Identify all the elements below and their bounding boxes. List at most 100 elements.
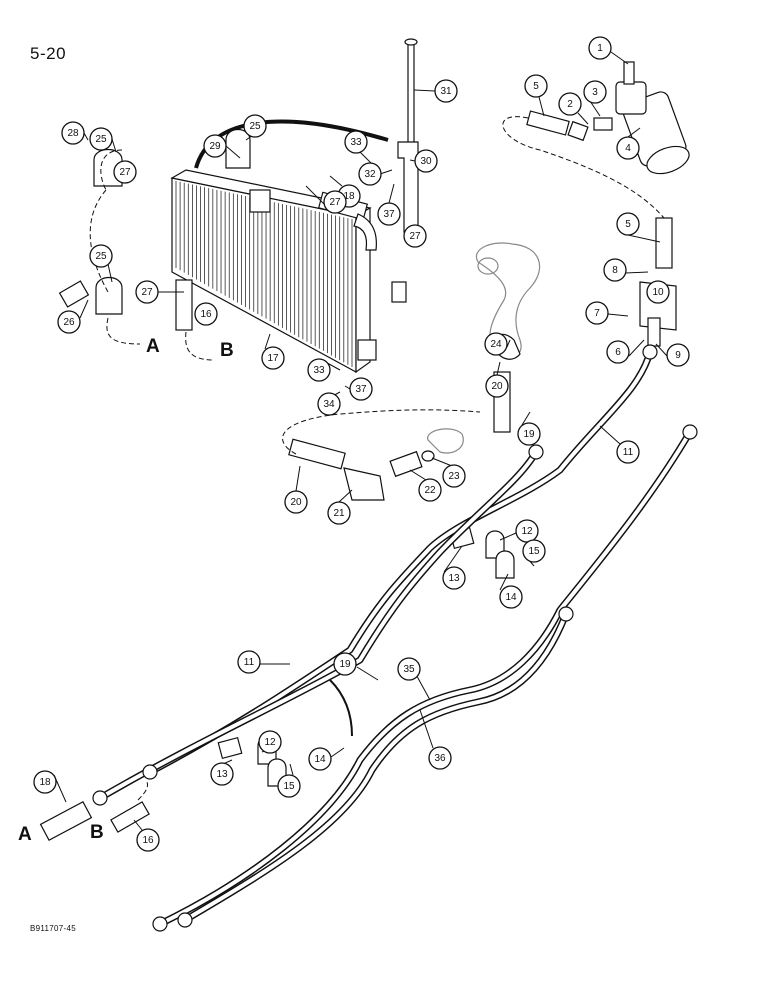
callout-circle-25 bbox=[243, 114, 267, 138]
reference-letter-a: A bbox=[146, 336, 160, 357]
manifold-outline bbox=[475, 242, 541, 359]
callout-label-14: 14 bbox=[314, 754, 326, 765]
callout-circle-21 bbox=[327, 501, 351, 525]
fitting-16-top bbox=[175, 279, 193, 331]
clamp-25-c bbox=[95, 276, 123, 315]
leader-43 bbox=[225, 145, 241, 159]
tube-nut-2 bbox=[152, 916, 168, 932]
fitting-5-right bbox=[655, 217, 673, 269]
callout-circle-27 bbox=[323, 190, 347, 214]
callout-label-37: 37 bbox=[355, 384, 367, 395]
tube-nut-3 bbox=[177, 912, 193, 928]
callout-label-19: 19 bbox=[523, 429, 535, 440]
callout-circle-1 bbox=[588, 36, 612, 60]
leader-32 bbox=[431, 457, 453, 467]
callout-label-28: 28 bbox=[67, 128, 79, 139]
tube-nut-7 bbox=[558, 606, 574, 622]
leader-47 bbox=[359, 151, 373, 165]
callout-label-16: 16 bbox=[200, 309, 212, 320]
callout-circle-13 bbox=[442, 566, 466, 590]
callout-circle-33 bbox=[307, 358, 331, 382]
leader-39 bbox=[305, 185, 325, 205]
leader-13 bbox=[499, 532, 517, 541]
callout-circle-26 bbox=[57, 310, 81, 334]
callout-circle-4 bbox=[616, 136, 640, 160]
callout-circle-6 bbox=[606, 340, 630, 364]
elbow-18 bbox=[353, 213, 377, 251]
leader-2 bbox=[589, 100, 601, 117]
cooler-bracket-side bbox=[391, 281, 407, 303]
pump-assembly bbox=[526, 61, 690, 175]
callout-label-35: 35 bbox=[403, 664, 415, 675]
page-number: 5-20 bbox=[30, 44, 67, 63]
callout-label-33: 33 bbox=[350, 137, 362, 148]
hydraulic-tubes bbox=[92, 344, 698, 932]
tube-fill-1 bbox=[98, 450, 538, 800]
tube-nut-4 bbox=[642, 344, 658, 360]
reference-letter-b: B bbox=[90, 822, 104, 843]
callout-circle-25 bbox=[89, 127, 113, 151]
callout-label-25: 25 bbox=[95, 251, 107, 262]
leader-37 bbox=[79, 299, 89, 319]
leader-20 bbox=[289, 763, 294, 776]
callout-circle-9 bbox=[666, 343, 690, 367]
callout-label-7: 7 bbox=[594, 308, 600, 319]
callout-circle-19 bbox=[517, 422, 541, 446]
leader-26 bbox=[521, 411, 531, 426]
callout-circle-5 bbox=[616, 212, 640, 236]
callout-circle-16 bbox=[136, 828, 160, 852]
callout-circle-2 bbox=[558, 92, 582, 116]
leader-8 bbox=[625, 271, 649, 274]
callout-label-10: 10 bbox=[652, 287, 664, 298]
cooler-bracket-bottom bbox=[357, 339, 377, 361]
callout-circle-27 bbox=[135, 280, 159, 304]
callout-circle-20 bbox=[284, 490, 308, 514]
figure-code: B911707-45 bbox=[30, 924, 76, 933]
leader-29 bbox=[295, 465, 301, 492]
leader-5 bbox=[627, 234, 661, 243]
callout-label-11: 11 bbox=[623, 447, 634, 458]
callout-circle-24 bbox=[484, 332, 508, 356]
callout-circle-27 bbox=[403, 224, 427, 248]
leader-lines bbox=[53, 51, 668, 831]
callout-label-19: 19 bbox=[339, 659, 351, 670]
oil-cooler bbox=[170, 169, 407, 374]
callout-label-27: 27 bbox=[119, 167, 131, 178]
callout-circle-25 bbox=[89, 244, 113, 268]
callout-label-37: 37 bbox=[383, 209, 395, 220]
leader-4 bbox=[538, 96, 545, 117]
leader-51 bbox=[419, 709, 434, 749]
callout-circle-28 bbox=[61, 121, 85, 145]
callout-circle-23 bbox=[442, 464, 466, 488]
callout-label-27: 27 bbox=[409, 231, 421, 242]
leader-28 bbox=[496, 361, 501, 376]
tube-nut-5 bbox=[528, 444, 544, 460]
callout-circle-37 bbox=[349, 377, 373, 401]
separator-arc bbox=[329, 679, 353, 737]
callout-circle-30 bbox=[414, 149, 438, 173]
callout-circle-36 bbox=[428, 746, 452, 770]
callout-label-20: 20 bbox=[491, 381, 503, 392]
callout-circle-31 bbox=[434, 79, 458, 103]
callout-circle-33 bbox=[344, 130, 368, 154]
fitting-22 bbox=[389, 450, 423, 478]
leader-27 bbox=[356, 666, 379, 681]
leader-22 bbox=[133, 819, 143, 831]
dash-line-0 bbox=[100, 149, 123, 191]
callout-circle-15 bbox=[277, 774, 301, 798]
leader-23 bbox=[264, 333, 271, 350]
callout-label-13: 13 bbox=[216, 769, 228, 780]
callout-circle-7 bbox=[585, 301, 609, 325]
callout-circle-37 bbox=[377, 202, 401, 226]
reference-letter-a: A bbox=[18, 824, 32, 845]
callout-circle-14 bbox=[499, 585, 523, 609]
callout-label-9: 9 bbox=[675, 350, 681, 361]
callout-label-13: 13 bbox=[448, 573, 460, 584]
dash-line-4 bbox=[502, 116, 665, 219]
leader-31 bbox=[409, 469, 427, 481]
callout-circle-3 bbox=[583, 80, 607, 104]
leader-36 bbox=[107, 263, 113, 283]
leader-46 bbox=[379, 169, 393, 175]
callout-circle-16 bbox=[194, 302, 218, 326]
